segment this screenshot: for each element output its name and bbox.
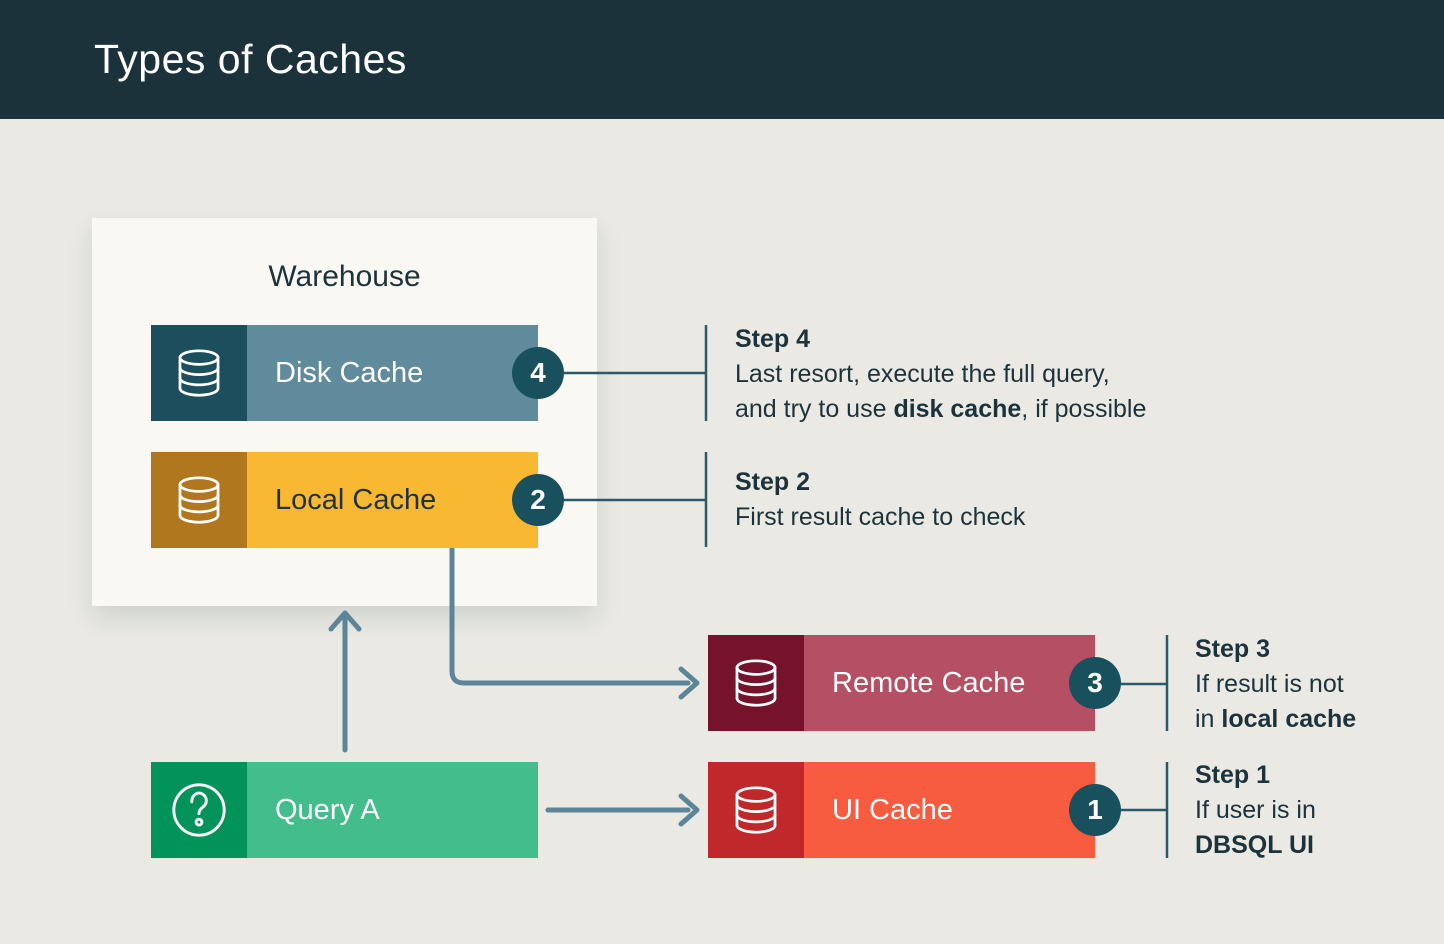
local-cache-bar: Local Cache (151, 452, 538, 548)
remote-cache-label: Remote Cache (832, 666, 1026, 699)
step4-title: Step 4 (735, 325, 811, 353)
step3-title: Step 3 (1195, 635, 1271, 663)
step-badge-4: 4 (512, 347, 564, 399)
local-cache-label: Local Cache (275, 483, 437, 516)
disk-cache-label: Disk Cache (275, 356, 424, 389)
warehouse-label: Warehouse (268, 260, 421, 293)
step3-note: Step 3 If result is not in local cache (1195, 632, 1356, 737)
step4-note: Step 4 Last resort, execute the full que… (735, 322, 1146, 427)
question-icon (151, 762, 247, 858)
step4-line2: and try to use disk cache, if possible (735, 395, 1147, 423)
step1-note: Step 1 If user is in DBSQL UI (1195, 758, 1316, 863)
disk-cache-bar: Disk Cache (151, 325, 538, 421)
step3-connector (1121, 635, 1169, 731)
query-a-label: Query A (275, 793, 380, 826)
step-badge-3: 3 (1069, 657, 1121, 709)
arrow-query-to-warehouse (328, 610, 362, 753)
step2-note: Step 2 First result cache to check (735, 465, 1025, 535)
ui-cache-bar: UI Cache (708, 762, 1095, 858)
step1-line1: If user is in (1195, 796, 1316, 824)
remote-cache-bar: Remote Cache (708, 635, 1095, 731)
step2-line1: First result cache to check (735, 503, 1026, 531)
step3-line1: If result is not (1195, 670, 1344, 698)
step4-line1: Last resort, execute the full query, (735, 360, 1110, 388)
step3-line2: in local cache (1195, 705, 1357, 733)
database-icon (151, 325, 247, 421)
step-badge-2: 2 (512, 474, 564, 526)
ui-cache-label: UI Cache (832, 793, 953, 826)
database-icon (708, 762, 804, 858)
page-title: Types of Caches (94, 36, 407, 82)
step1-line2: DBSQL UI (1195, 831, 1314, 859)
database-icon (151, 452, 247, 548)
header-bar: Types of Caches (0, 0, 1444, 119)
database-icon (708, 635, 804, 731)
step1-title: Step 1 (1195, 761, 1271, 789)
arrow-query-to-ui-cache (545, 793, 700, 827)
query-a-bar: Query A (151, 762, 538, 858)
step-badge-1: 1 (1069, 784, 1121, 836)
step1-connector (1121, 762, 1169, 858)
step2-title: Step 2 (735, 468, 811, 496)
